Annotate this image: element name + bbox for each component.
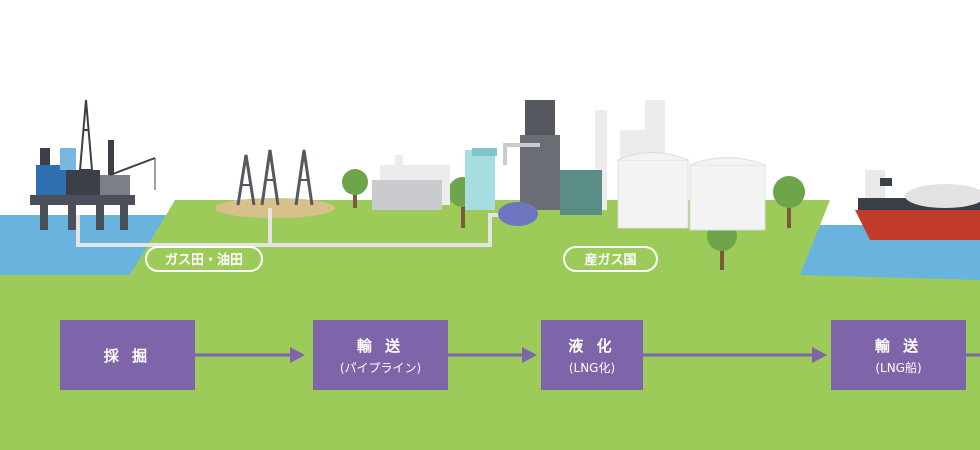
lng-ship bbox=[855, 170, 980, 240]
step-pipeline-transport: 輸 送 (パイプライン) bbox=[313, 320, 448, 390]
step-title: 輸 送 bbox=[875, 335, 922, 356]
step-title: 液 化 bbox=[568, 335, 615, 356]
oil-field-ground bbox=[215, 198, 335, 218]
step-lng-ship-transport: 輸 送 (LNG船) bbox=[831, 320, 966, 390]
producing-country-label: 産ガス国 bbox=[563, 246, 658, 272]
step-subtitle: (LNG化) bbox=[569, 359, 615, 376]
step-title: 採 掘 bbox=[104, 345, 151, 366]
step-extraction: 採 掘 bbox=[60, 320, 195, 390]
offshore-platform bbox=[30, 100, 155, 230]
step-liquefaction: 液 化 (LNG化) bbox=[541, 320, 643, 390]
step-subtitle: (LNG船) bbox=[875, 359, 921, 376]
step-title: 輸 送 bbox=[357, 335, 404, 356]
oil-derricks bbox=[238, 150, 312, 205]
gas-oil-field-label: ガス田・油田 bbox=[145, 246, 263, 272]
step-subtitle: (パイプライン) bbox=[340, 359, 421, 376]
